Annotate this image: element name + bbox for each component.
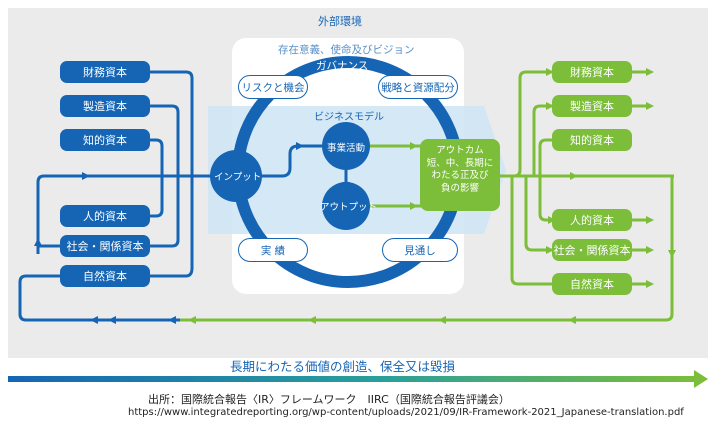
strategy-resource-allocation-pill: 戦略と資源配分 [378,75,458,99]
right-capital-manufactured: 製造資本 [552,95,632,117]
left-capital-social-relationship: 社会・関係資本 [60,235,150,257]
right-flow-lines [500,70,674,286]
right-capital-social-relationship: 社会・関係資本 [552,239,632,261]
outputs-circle [322,182,370,230]
left-arrowheads [34,172,176,324]
value-creation-arrow-head [694,370,708,388]
business-activities-label: 事業活動 [326,143,365,154]
outputs-label: アウトプット [320,202,378,213]
left-capital-natural: 自然資本 [60,265,150,287]
left-capital-manufactured: 製造資本 [60,95,150,117]
input-arrowhead [296,142,304,150]
outcomes-title: アウトカム [436,145,484,156]
outcomes-line-2: わたる正及び [431,170,489,181]
purpose-mission-vision-label: 存在意義、使命及びビジョン [278,44,415,56]
right-capital-financial: 財務資本 [552,61,632,83]
external-environment-label: 外部環境 [318,15,362,28]
business-activities-circle [322,122,370,170]
outcomes-line-1: 短、中、長期に [426,157,494,169]
right-capital-human: 人的資本 [552,209,632,231]
return-line-green [180,246,674,322]
outcomes-box: アウトカム 短、中、長期に わたる正及び 負の影響 [420,139,500,211]
left-capital-financial: 財務資本 [60,61,150,83]
right-capital-natural: 自然資本 [552,273,632,295]
left-capital-intellectual: 知的資本 [60,129,150,151]
value-creation-arrow-bar [8,376,696,382]
outcomes-line-3: 負の影響 [440,182,479,194]
left-capital-human: 人的資本 [60,205,150,227]
performance-pill: 実 績 [238,238,308,262]
right-capital-intellectual: 知的資本 [552,129,632,151]
governance-label: ガバナンス [316,60,369,72]
outlook-pill: 見通し [382,238,458,262]
source-line: 出所：国際統合報告〈IR〉フレームワーク IIRC（国際統合報告評議会） [148,393,510,406]
risks-opportunities-pill: リスクと機会 [238,75,308,99]
value-creation-label: 長期にわたる価値の創造、保全又は毀損 [230,359,456,374]
business-model-label: ビジネスモデル [314,112,384,123]
inputs-label: インプット [214,172,262,183]
inputs-circle [210,150,262,202]
bottom-arrowheads [188,250,676,324]
source-url: https://www.integratedreporting.org/wp-c… [128,407,684,418]
